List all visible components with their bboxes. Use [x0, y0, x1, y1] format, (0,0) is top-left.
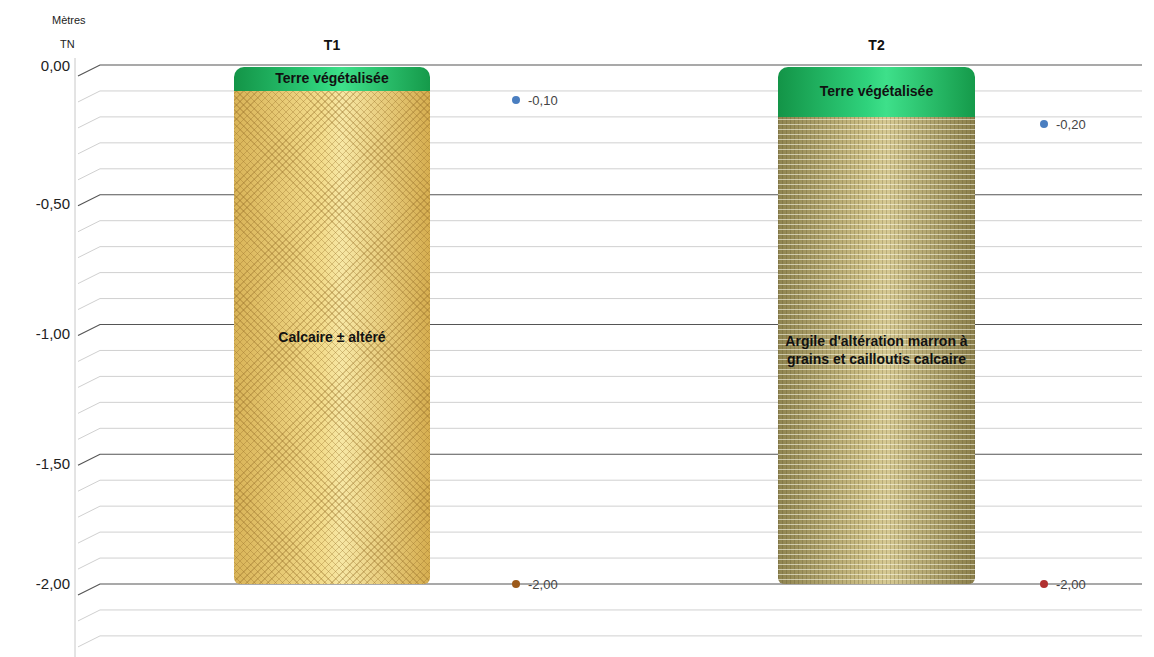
borehole-column: T1Terre végétaliséeCalcaire ± altéré	[234, 67, 430, 584]
soil-layer: Argile d'altération marron à grains et c…	[778, 117, 975, 584]
depth-axis	[75, 58, 76, 657]
layer-label: Argile d'altération marron à grains et c…	[784, 333, 969, 368]
depth-marker	[1040, 120, 1048, 128]
axis-tick: -1,00	[36, 325, 70, 342]
axis-tick: 0,00	[41, 57, 70, 74]
grid-lines	[78, 65, 1142, 647]
layer-label: Terre végétalisée	[820, 83, 933, 101]
depth-marker	[512, 580, 520, 588]
axis-tick: -2,00	[36, 575, 70, 592]
axis-title: Mètres	[52, 14, 86, 26]
grid-line	[78, 610, 1142, 621]
layer-label: Terre végétalisée	[275, 70, 388, 88]
depth-value: -0,10	[528, 93, 558, 108]
column-title: T2	[778, 37, 975, 53]
depth-value: -2,00	[528, 577, 558, 592]
soil-layer: Terre végétalisée	[234, 67, 430, 91]
layer-label: Calcaire ± altéré	[278, 329, 385, 347]
soil-layer: Calcaire ± altéré	[234, 91, 430, 584]
axis-title: TN	[60, 38, 75, 50]
column-title: T1	[234, 37, 430, 53]
borehole-column: T2Terre végétaliséeArgile d'altération m…	[778, 67, 975, 584]
soil-layer: Terre végétalisée	[778, 67, 975, 117]
depth-marker	[1040, 580, 1048, 588]
axis-tick: -1,50	[36, 455, 70, 472]
depth-value: -0,20	[1056, 117, 1086, 132]
grid-line	[78, 636, 1142, 647]
depth-value: -2,00	[1056, 577, 1086, 592]
axis-tick: -0,50	[36, 195, 70, 212]
depth-marker	[512, 96, 520, 104]
grid-line	[78, 584, 1142, 595]
